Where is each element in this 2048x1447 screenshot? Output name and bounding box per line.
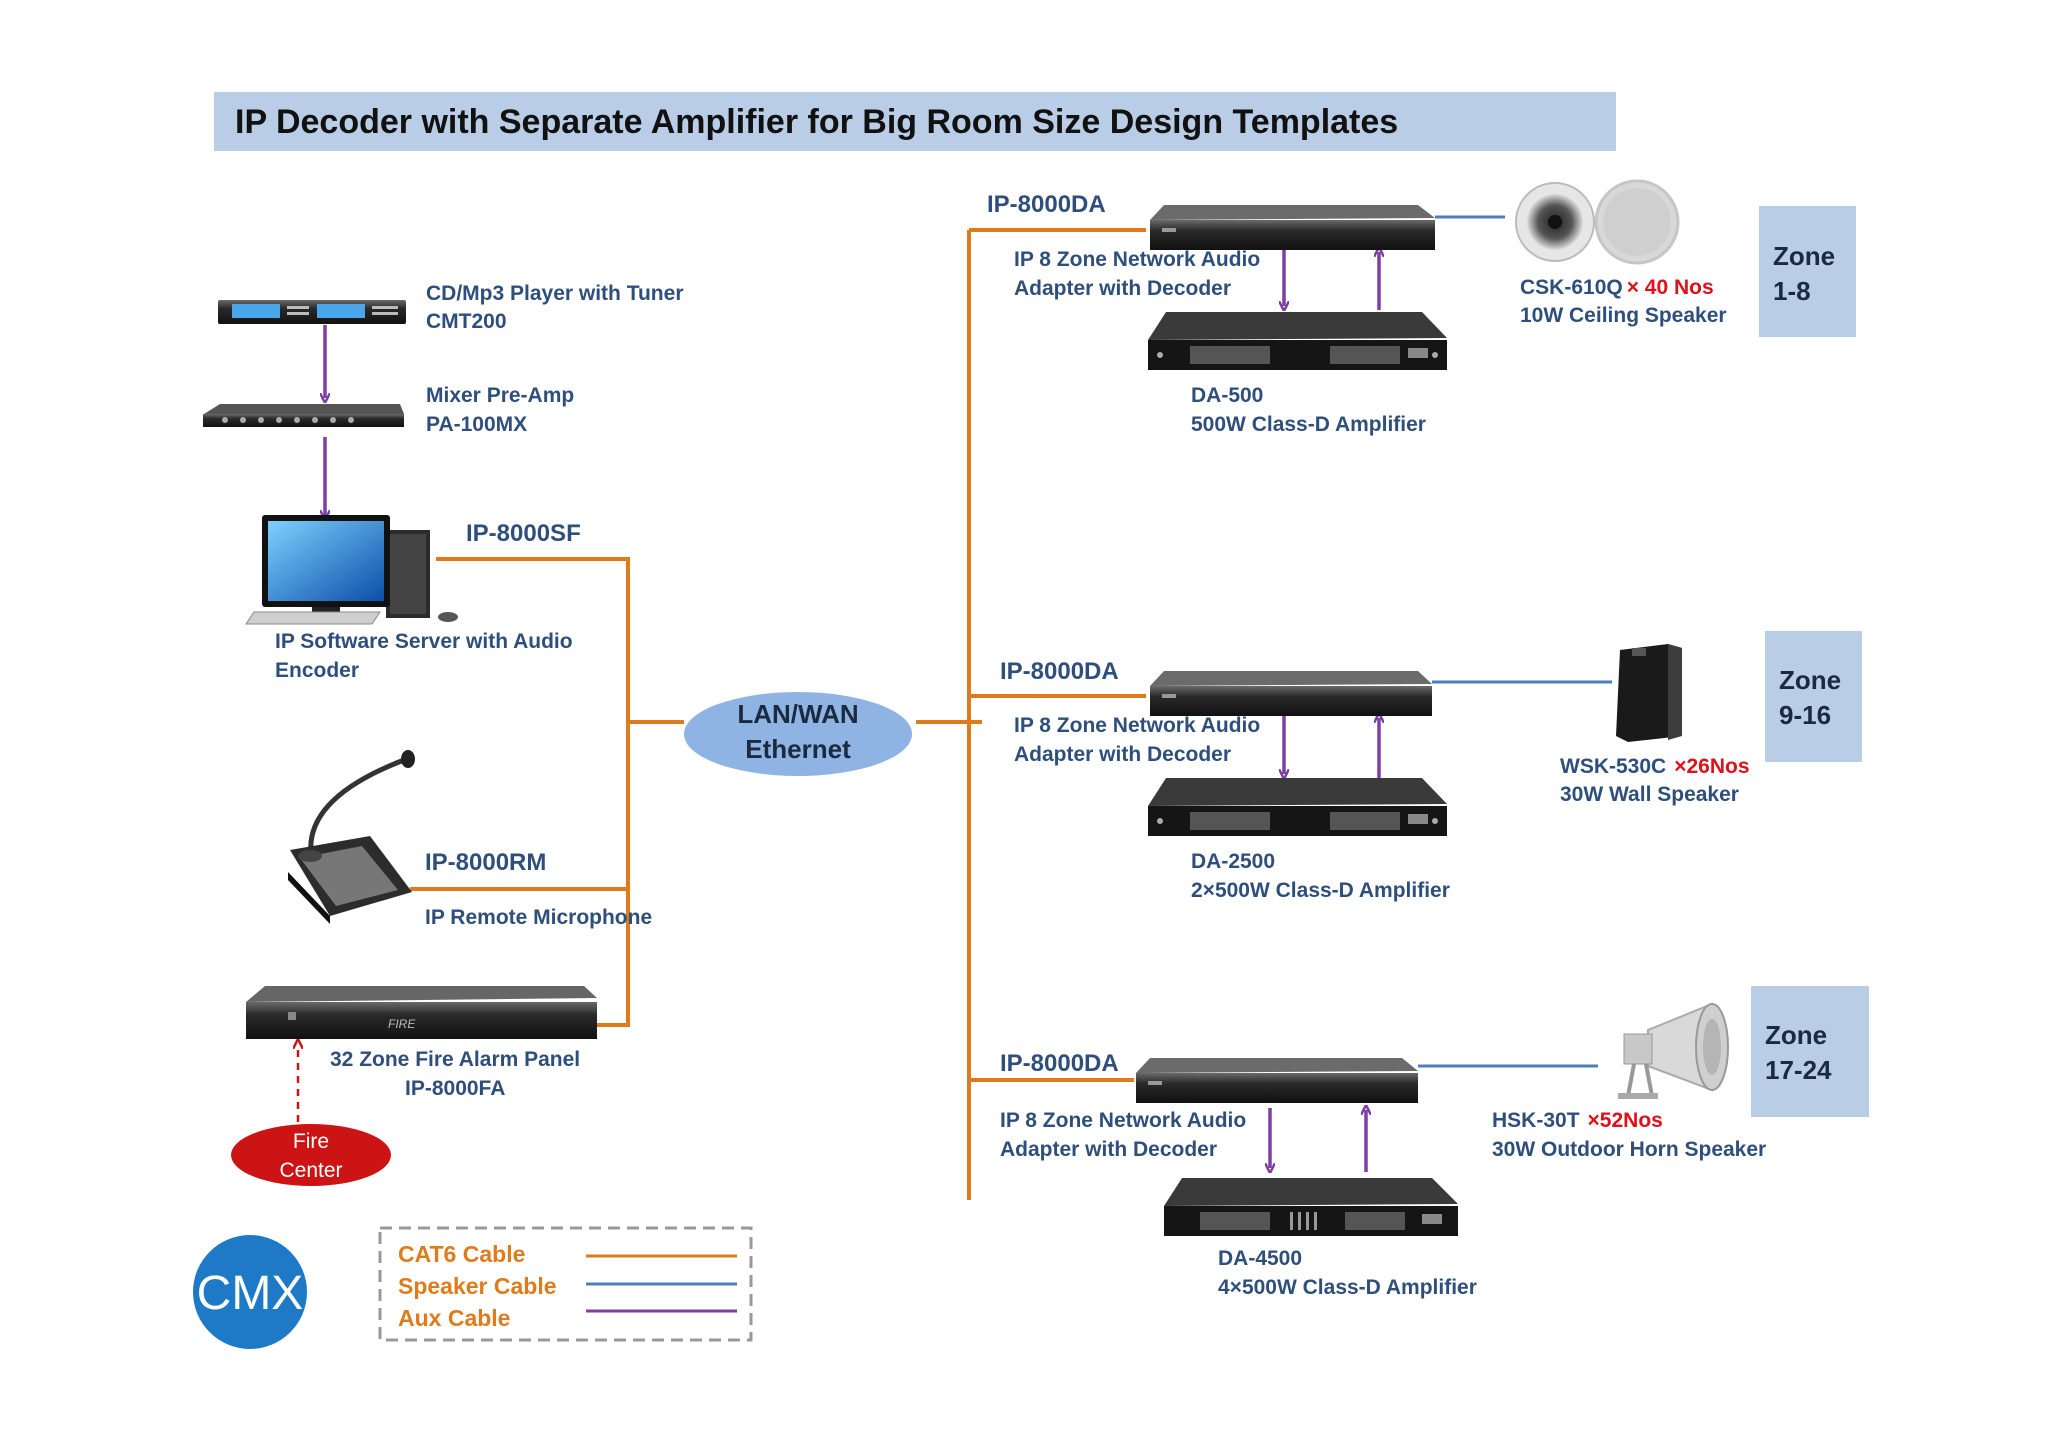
speaker-desc-1: 10W Ceiling Speaker: [1520, 304, 1727, 327]
server-desc-line1: IP Software Server with Audio: [275, 630, 573, 653]
horn-speaker-device: [1618, 1002, 1729, 1099]
decoder-device-1: [1150, 205, 1435, 250]
zone-label-1: Zone: [1773, 241, 1835, 271]
network-line1: LAN/WAN: [737, 699, 858, 729]
decoder-desc1-3: IP 8 Zone Network Audio: [1000, 1109, 1246, 1132]
fire-panel-front-label: FIRE: [388, 1017, 416, 1031]
zone-label-3: Zone: [1765, 1020, 1827, 1050]
amplifier-device-3: [1164, 1178, 1458, 1236]
speaker-cabling: [1418, 215, 1612, 1068]
speaker-model-3: HSK-30T: [1492, 1109, 1580, 1132]
zone-range-3: 17-24: [1765, 1055, 1832, 1085]
wall-speaker-device: [1616, 644, 1682, 742]
speaker-model-1: CSK-610Q: [1520, 276, 1623, 299]
decoder-model-3: IP-8000DA: [1000, 1050, 1119, 1077]
cmx-logo: [193, 1235, 307, 1349]
zone-range-1: 1-8: [1773, 276, 1811, 306]
decoder-device-3: [1136, 1058, 1418, 1103]
zone-box-1: [1759, 206, 1856, 337]
amp-model-3: DA-4500: [1218, 1247, 1302, 1270]
amp-desc-1: 500W Class-D Amplifier: [1191, 413, 1426, 436]
server-desc-line2: Encoder: [275, 659, 359, 682]
amp-desc-2: 2×500W Class-D Amplifier: [1191, 879, 1450, 902]
speaker-desc-3: 30W Outdoor Horn Speaker: [1492, 1138, 1766, 1161]
decoder-desc2-2: Adapter with Decoder: [1014, 743, 1231, 766]
decoder-model-2: IP-8000DA: [1000, 658, 1119, 685]
fire-center-shape: [231, 1124, 391, 1186]
ceiling-speaker-device: [1515, 179, 1680, 265]
amplifier-device-2: [1148, 778, 1447, 836]
decoder-desc2-1: Adapter with Decoder: [1014, 277, 1231, 300]
fire-panel-model: IP-8000FA: [405, 1077, 505, 1100]
amp-model-2: DA-2500: [1191, 850, 1275, 873]
cat6-cabling: [410, 228, 1146, 1200]
mixer-name: Mixer Pre-Amp: [426, 384, 574, 407]
decoder-model-1: IP-8000DA: [987, 191, 1106, 218]
decoder-desc1-2: IP 8 Zone Network Audio: [1014, 714, 1260, 737]
legend-label-aux: Aux Cable: [398, 1305, 510, 1331]
speaker-qty-3: ×52Nos: [1588, 1109, 1663, 1132]
cd-player-device: [218, 300, 406, 324]
speaker-label-3: HSK-30T ×52Nos: [1492, 1109, 1663, 1132]
speaker-label-1: CSK-610Q× 40 Nos: [1520, 276, 1714, 299]
network-cloud: [684, 692, 912, 776]
fire-center-line2: Center: [279, 1159, 342, 1182]
fire-center-line1: Fire: [293, 1130, 329, 1153]
zone-range-2: 9-16: [1779, 700, 1831, 730]
legend-box: [378, 1226, 753, 1342]
legend-items: CAT6 Cable Speaker Cable Aux Cable: [398, 1241, 737, 1331]
aux-cabling: [325, 250, 1379, 1172]
fire-panel-device: FIRE: [246, 986, 597, 1039]
mic-model: IP-8000RM: [425, 849, 546, 876]
decoder-device-2: [1150, 671, 1432, 716]
page-title: IP Decoder with Separate Amplifier for B…: [235, 103, 1398, 141]
cd-player-model: CMT200: [426, 310, 507, 333]
cmx-logo-text: CMX: [197, 1267, 304, 1320]
server-pc-device: [245, 515, 458, 625]
fire-panel-name: 32 Zone Fire Alarm Panel: [330, 1048, 580, 1071]
zone-label-2: Zone: [1779, 665, 1841, 695]
speaker-desc-2: 30W Wall Speaker: [1560, 783, 1739, 806]
amp-desc-3: 4×500W Class-D Amplifier: [1218, 1276, 1477, 1299]
title-banner: [214, 92, 1616, 151]
cat6-trunk-left: [436, 557, 630, 1027]
amplifier-device-1: [1148, 312, 1447, 370]
mic-name: IP Remote Microphone: [425, 906, 652, 929]
decoder-desc2-3: Adapter with Decoder: [1000, 1138, 1217, 1161]
speaker-label-2: WSK-530C ×26Nos: [1560, 755, 1750, 778]
decoder-desc1-1: IP 8 Zone Network Audio: [1014, 248, 1260, 271]
amp-model-1: DA-500: [1191, 384, 1263, 407]
speaker-qty-2: ×26Nos: [1674, 755, 1749, 778]
zone-box-3: [1751, 986, 1869, 1117]
zone-box-2: [1765, 631, 1862, 762]
server-model: IP-8000SF: [466, 520, 581, 547]
mixer-device: [203, 404, 404, 427]
legend-label-speaker: Speaker Cable: [398, 1273, 557, 1299]
network-line2: Ethernet: [745, 734, 851, 764]
remote-microphone-device: [288, 750, 415, 924]
legend-label-cat6: CAT6 Cable: [398, 1241, 525, 1267]
speaker-model-2: WSK-530C: [1560, 755, 1666, 778]
mixer-model: PA-100MX: [426, 413, 527, 436]
speaker-qty-1: × 40 Nos: [1627, 276, 1714, 299]
cd-player-name: CD/Mp3 Player with Tuner: [426, 282, 684, 305]
